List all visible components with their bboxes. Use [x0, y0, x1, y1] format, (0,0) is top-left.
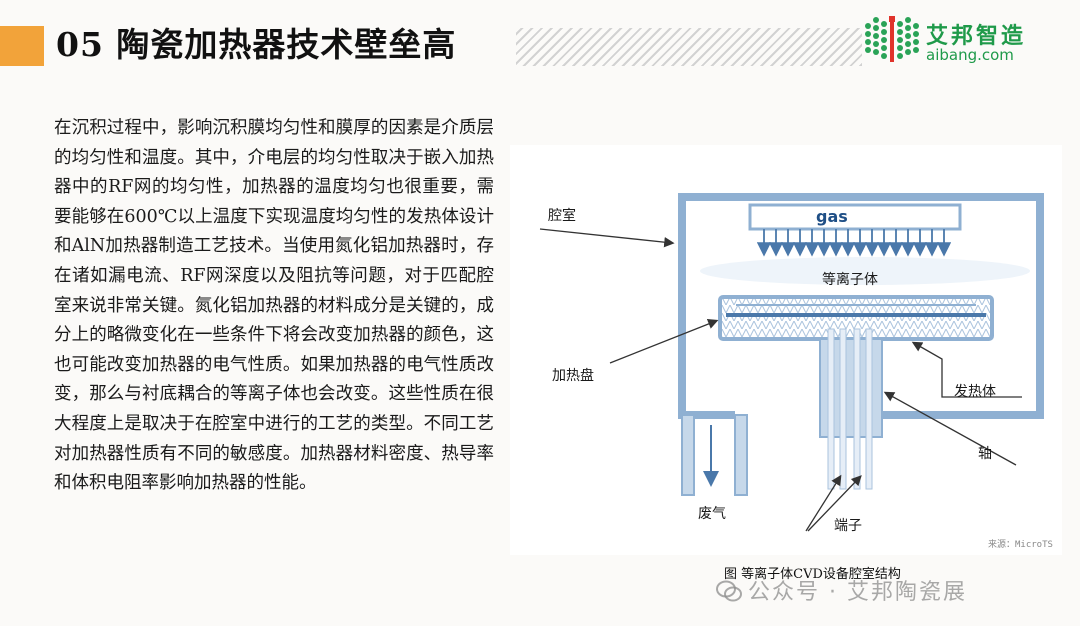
wechat-icon — [716, 580, 742, 602]
exhaust-label: 废气 — [698, 506, 726, 522]
heating-element-label: 发热体 — [954, 384, 996, 400]
page-title: 05 陶瓷加热器技术壁垒高 — [56, 25, 457, 64]
exhaust-leg-left — [681, 414, 695, 496]
gas-flow-arrows — [756, 229, 952, 257]
chamber-diagram: gas 腔室 等离子体 加热盘 发热体 轴 废气 端子 来源：MicroTS — [510, 145, 1062, 555]
logo-domain: aibang.com — [926, 46, 1014, 64]
gas-label: gas — [816, 207, 848, 226]
plasma-glow — [700, 257, 1030, 285]
wechat-watermark: 公众号 · 艾邦陶瓷展 — [716, 574, 967, 606]
heater-plate-label: 加热盘 — [552, 368, 594, 384]
shaft-label: 轴 — [978, 446, 992, 462]
terminal-rods — [827, 328, 873, 490]
shower-head — [748, 203, 962, 231]
source-note: 来源：MicroTS — [988, 540, 1053, 550]
terminal-label: 端子 — [834, 518, 862, 534]
exhaust-leg-right — [734, 414, 748, 496]
logo-dots-icon — [865, 16, 919, 62]
plasma-label: 等离子体 — [822, 272, 878, 288]
chamber-label: 腔室 — [548, 208, 576, 224]
leader-lines — [539, 228, 1022, 532]
logo-chinese-name: 艾邦智造 — [926, 24, 1027, 49]
body-paragraph: 在沉积过程中，影响沉积膜均匀性和膜厚的因素是介质层的均匀性和温度。其中，介电层的… — [54, 118, 494, 494]
watermark-text: 公众号 · 艾邦陶瓷展 — [748, 580, 967, 605]
figure-caption: 图 等离子体CVD设备腔室结构 — [724, 567, 901, 582]
brand-logo: 艾邦智造 aibang.com — [862, 12, 1052, 70]
chamber-diagram-drawing — [539, 193, 1044, 532]
title-accent-bar — [0, 26, 44, 66]
